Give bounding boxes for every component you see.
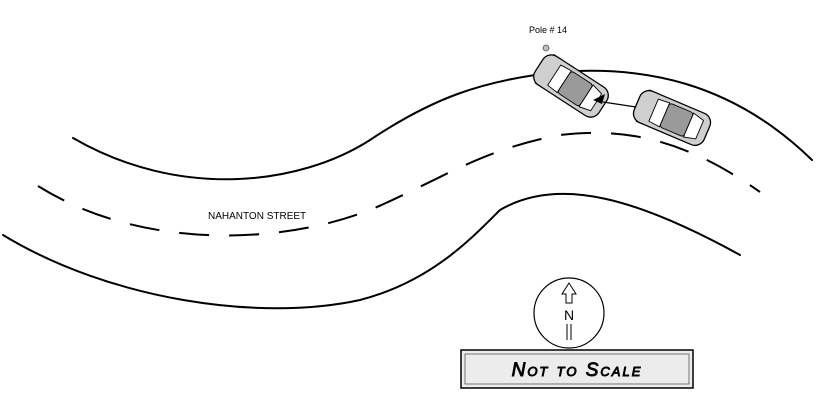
impact-line: [602, 101, 637, 108]
road-north-edge: [72, 69, 813, 181]
compass-ring: [533, 277, 605, 349]
compass-north-letter: N: [564, 307, 574, 323]
north-compass: N: [533, 277, 605, 349]
scale-note-text: Not to Scale: [512, 360, 643, 381]
vehicle-2: [632, 89, 712, 147]
north-arrow-icon: [561, 282, 577, 304]
pole-marker: [542, 44, 550, 52]
impact-arrow-icon: [593, 94, 605, 104]
scale-note-badge: Not to Scale: [460, 349, 694, 389]
road-center-line: [37, 131, 761, 237]
pole-label: Pole # 14: [529, 25, 567, 35]
street-label: NAHANTON STREET: [208, 211, 306, 222]
vehicle-1: [533, 53, 609, 118]
road-south-edge: [2, 192, 741, 310]
